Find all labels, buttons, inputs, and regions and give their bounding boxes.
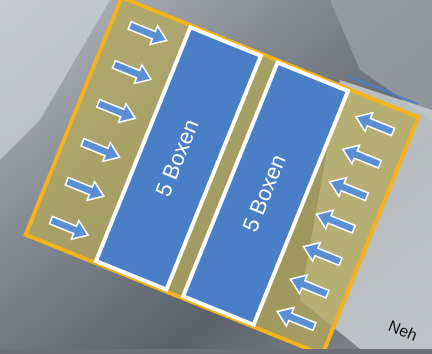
scene-svg: 5 Boxen 5 Boxen <box>0 0 432 349</box>
photo-scene: 5 Boxen 5 Boxen Neh <box>0 0 432 349</box>
